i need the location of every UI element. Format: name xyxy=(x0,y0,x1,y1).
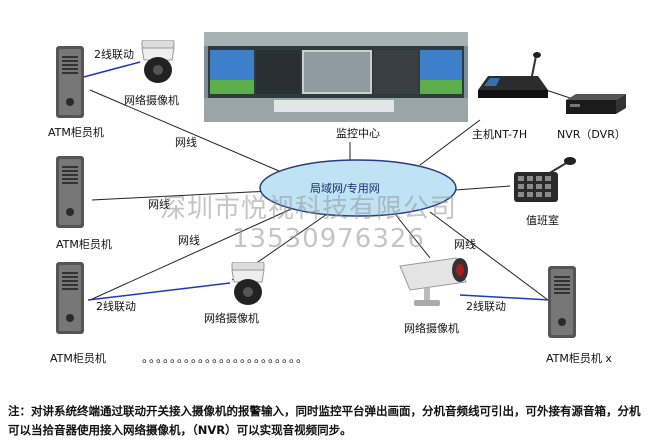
net-line-cam3 xyxy=(394,213,431,259)
net-line-atm1 xyxy=(89,89,301,181)
net-label-1: 网线 xyxy=(175,136,197,149)
atm-label-3: ATM柜员机 xyxy=(50,352,106,365)
duty-room-console xyxy=(508,156,578,208)
network-label: 局域网/专用网 xyxy=(310,182,380,195)
net-line-duty xyxy=(454,185,511,191)
nvr-label: NVR（DVR） xyxy=(557,128,626,141)
dome-camera-2 xyxy=(226,261,270,308)
monitor-center-label: 监控中心 xyxy=(336,127,380,140)
two-wire-label-2: 2线联动 xyxy=(96,300,136,313)
dome-camera-1 xyxy=(136,39,180,86)
camera-label-3: 网络摄像机 xyxy=(404,322,459,335)
net-label-2: 网线 xyxy=(148,198,170,211)
atm-label-2: ATM柜员机 xyxy=(56,238,112,251)
atm-intercom-1 xyxy=(56,46,84,118)
two-wire-line-3 xyxy=(459,294,551,301)
atm-intercom-5 xyxy=(548,266,576,338)
host-label: 主机NT-7H xyxy=(472,128,528,141)
net-line-atm5 xyxy=(429,211,549,301)
atm-label-5: ATM柜员机 x xyxy=(546,352,612,365)
host-device xyxy=(478,50,548,100)
two-wire-label-3: 2线联动 xyxy=(466,300,506,313)
atm-intercom-2 xyxy=(56,156,84,228)
net-line-host xyxy=(419,119,481,166)
two-wire-line-1 xyxy=(79,61,141,79)
monitor-center-image xyxy=(204,32,468,122)
net-label-3: 网线 xyxy=(178,234,200,247)
ellipsis-dots: 。。。。。。。。。。。。。。。。。。。。。。。 xyxy=(142,351,310,365)
net-label-4: 网线 xyxy=(454,238,476,251)
net-line-atm3 xyxy=(89,204,301,301)
watermark-company: 深圳市悦视科技有限公司 xyxy=(160,194,458,224)
nvr-device xyxy=(566,92,626,116)
atm-label-1: ATM柜员机 xyxy=(48,126,104,139)
watermark-phone: 13530976326 xyxy=(232,224,425,254)
duty-room-label: 值班室 xyxy=(526,214,559,227)
camera-label-2: 网络摄像机 xyxy=(204,312,259,325)
two-wire-line-2 xyxy=(87,282,231,301)
net-line-atm2 xyxy=(91,189,291,201)
atm-intercom-3 xyxy=(56,262,84,334)
two-wire-label-1: 2线联动 xyxy=(94,48,134,61)
bullet-camera xyxy=(396,252,472,318)
camera-label-1: 网络摄像机 xyxy=(124,94,179,107)
diagram-note: 注：对讲系统终端通过联动开关接入摄像机的报警输入，同时监控平台弹出画面，分机音频… xyxy=(8,404,641,437)
network-cloud xyxy=(259,159,457,217)
